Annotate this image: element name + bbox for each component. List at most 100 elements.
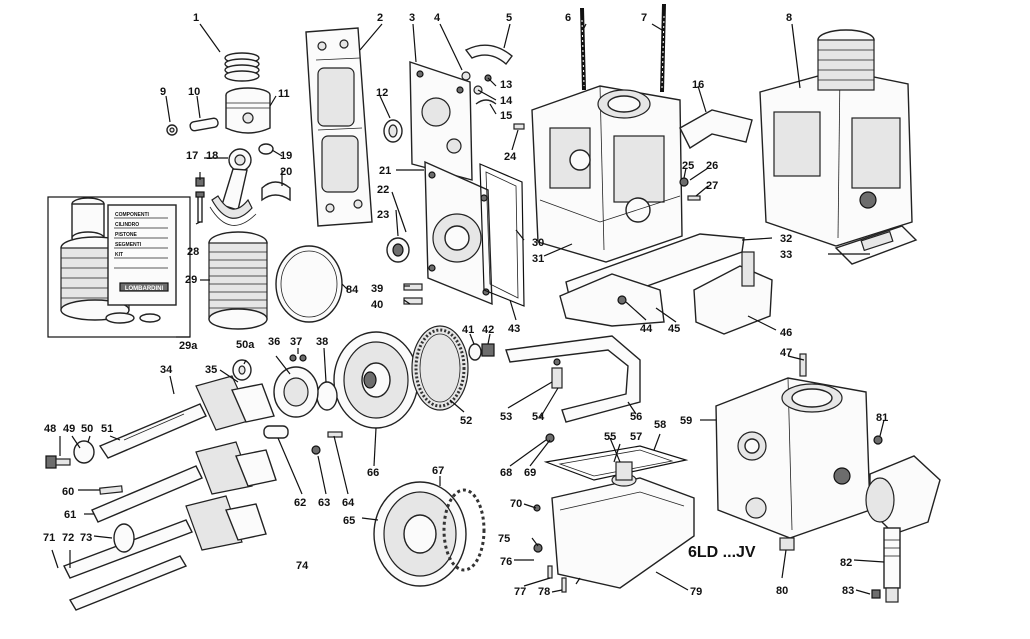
seal-23 <box>386 237 410 263</box>
inset-sheet-line: PISTONE <box>115 232 138 238</box>
head-plate <box>305 27 373 227</box>
inset-sheet-line: COMPONENTI <box>115 212 150 218</box>
pin-47 <box>799 353 807 377</box>
flywheel-66 <box>333 331 419 429</box>
callout-60: 60 <box>62 486 74 498</box>
callout-35: 35 <box>205 364 217 376</box>
callout-38: 38 <box>316 336 328 348</box>
callout-62: 62 <box>294 497 306 509</box>
callout-31: 31 <box>532 253 544 265</box>
callout-30: 30 <box>532 237 544 249</box>
callout-37: 37 <box>290 336 302 348</box>
callout-32: 32 <box>780 233 792 245</box>
inset-sheet-line: CILINDRO <box>115 222 139 228</box>
inset-sheet-line: KIT <box>115 252 123 258</box>
starter-ring-52 <box>411 325 469 411</box>
callout-19: 19 <box>280 150 292 162</box>
crankcase-main <box>531 85 683 263</box>
callout-33: 33 <box>780 249 792 261</box>
callout-77: 77 <box>514 586 526 598</box>
crankcase-59 <box>715 377 871 539</box>
hub-38 <box>316 381 338 411</box>
piston <box>225 87 271 134</box>
timing-plate <box>409 61 473 181</box>
callout-7: 7 <box>641 12 647 24</box>
callout-72: 72 <box>62 532 74 544</box>
studs-6-7 <box>580 3 666 93</box>
flywheel-65-67 <box>373 481 486 587</box>
oil-seal-12 <box>383 119 403 143</box>
bracket-5 <box>464 44 513 66</box>
callout-70: 70 <box>510 498 522 510</box>
callout-52: 52 <box>460 415 472 427</box>
cylinder-fins <box>817 29 875 91</box>
callout-69: 69 <box>524 467 536 479</box>
leader-lines <box>51 23 885 595</box>
model-label: 6LD ...JV <box>688 544 756 561</box>
callout-50a: 50a <box>236 339 255 351</box>
callout-27: 27 <box>706 180 718 192</box>
crankshaft-61 <box>91 441 277 523</box>
crankshaft-82 <box>865 455 941 603</box>
crankshaft-72-73 <box>63 495 267 579</box>
callout-73: 73 <box>80 532 92 544</box>
inset-sheet-line: SEGMENTI <box>115 242 142 248</box>
callout-63: 63 <box>318 497 330 509</box>
sump-79 <box>551 461 695 589</box>
callout-24: 24 <box>504 151 517 163</box>
support-arm-53-56 <box>505 335 641 423</box>
callout-79: 79 <box>690 586 702 598</box>
callout-36: 36 <box>268 336 280 348</box>
bracket-46 <box>693 251 773 335</box>
callout-23: 23 <box>377 209 389 221</box>
callout-28: 28 <box>187 246 199 258</box>
callout-65: 65 <box>343 515 355 527</box>
callout-15: 15 <box>500 110 512 122</box>
rod-bolt <box>195 177 205 223</box>
callout-75: 75 <box>498 533 510 545</box>
callout-80: 80 <box>776 585 788 597</box>
callout-58: 58 <box>654 419 666 431</box>
crankcase-alt <box>759 29 913 247</box>
gasket-84 <box>275 245 343 323</box>
inset-info-sheet: LOMBARDINI COMPONENTI CILINDRO PISTONE S… <box>107 204 177 306</box>
callout-labels: 1 2 3 4 5 6 7 8 9 10 11 12 13 14 15 16 1… <box>43 12 888 598</box>
callout-59: 59 <box>680 415 692 427</box>
callout-48: 48 <box>44 423 56 435</box>
bolts-62-64 <box>263 425 343 455</box>
callout-50: 50 <box>81 423 93 435</box>
callout-34: 34 <box>160 364 173 376</box>
key-60 <box>99 485 123 495</box>
callout-74: 74 <box>296 560 309 572</box>
nut-41-42 <box>468 343 495 361</box>
callout-64: 64 <box>342 497 355 509</box>
callout-1: 1 <box>193 12 199 24</box>
callout-43: 43 <box>508 323 520 335</box>
callout-29: 29 <box>185 274 197 286</box>
callout-40: 40 <box>371 299 383 311</box>
plug-80 <box>779 537 795 551</box>
callout-16: 16 <box>692 79 704 91</box>
small-parts-37 <box>289 354 307 362</box>
callout-78: 78 <box>538 586 550 598</box>
front-cover <box>424 160 493 306</box>
callout-53: 53 <box>500 411 512 423</box>
callout-56: 56 <box>630 411 642 423</box>
washer-50a <box>232 359 252 381</box>
crankshaft-51 <box>98 375 275 459</box>
small-end-bushing <box>258 143 274 155</box>
callout-54: 54 <box>532 411 545 423</box>
cylinder-barrel <box>208 231 268 330</box>
big-end-bearing <box>261 181 291 202</box>
callout-55: 55 <box>604 431 616 443</box>
bolt-48-washer-49-50 <box>45 440 95 469</box>
callout-68: 68 <box>500 467 512 479</box>
callout-9: 9 <box>160 86 166 98</box>
crankshaft-small <box>68 555 188 611</box>
callout-57: 57 <box>630 431 642 443</box>
pin-circlip <box>166 124 178 136</box>
bracket-16 <box>679 109 753 150</box>
callout-42: 42 <box>482 324 494 336</box>
pulley-36 <box>273 366 319 418</box>
